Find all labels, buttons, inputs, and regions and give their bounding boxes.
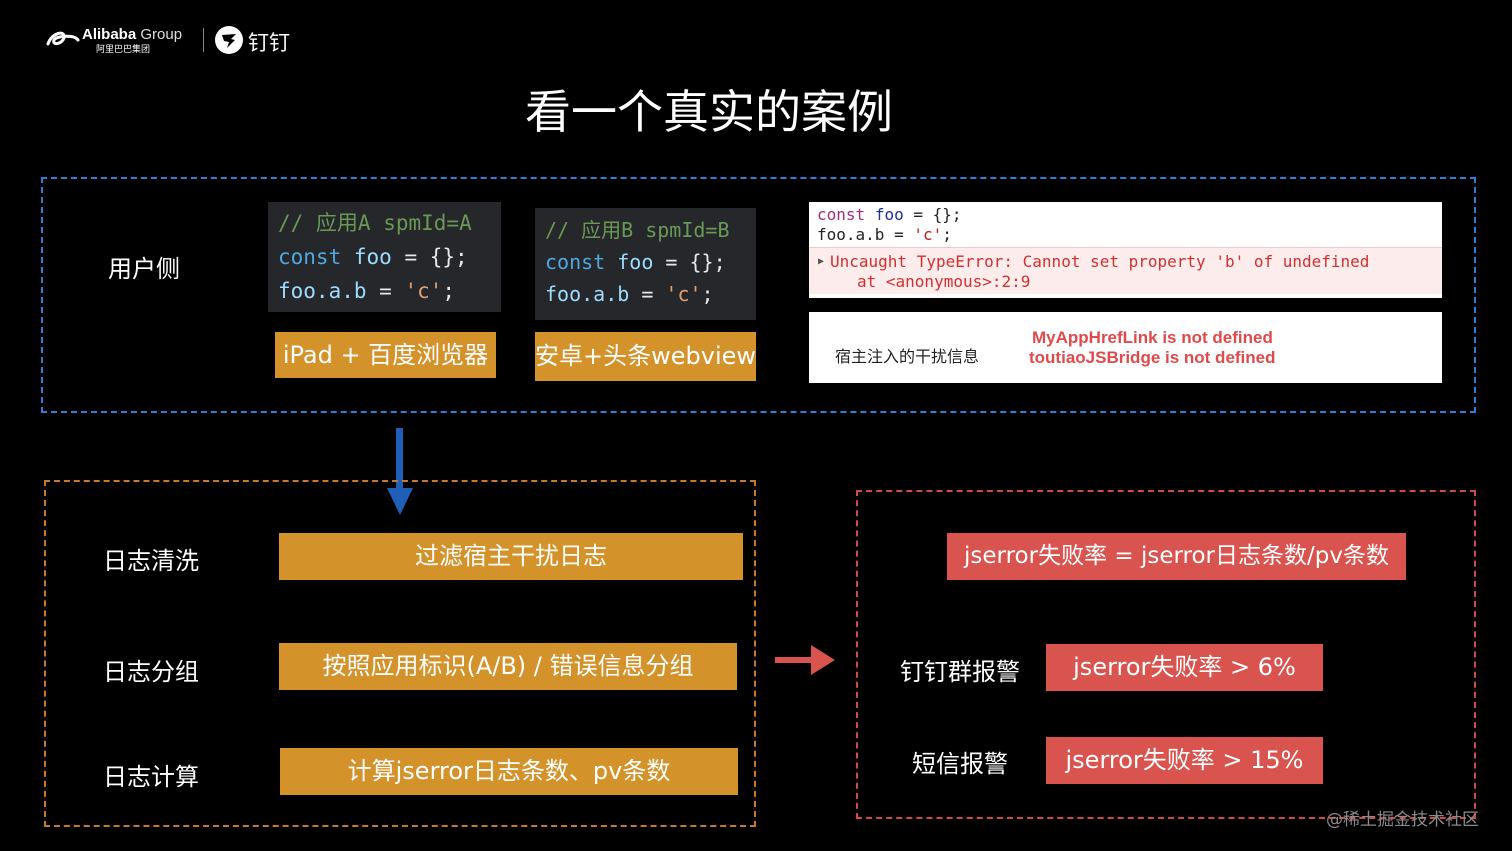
console-line1: const foo = {}; bbox=[817, 205, 962, 224]
alibaba-sub: 阿里巴巴集团 bbox=[96, 45, 151, 55]
console-error-message: Uncaught TypeError: Cannot set property … bbox=[830, 252, 1370, 271]
alert-sms-label: 短信报警 bbox=[912, 750, 1008, 778]
log-step-group-label: 日志分组 bbox=[103, 658, 199, 686]
host-info-label: 宿主注入的干扰信息 bbox=[835, 347, 980, 366]
alert-sms-box: jserror失败率 > 15% bbox=[1046, 737, 1323, 784]
alibaba-brand: Alibaba bbox=[82, 26, 137, 43]
code-block-b: // 应用B spmId=B const foo = {}; foo.a.b =… bbox=[535, 208, 756, 320]
host-info-line2: toutiaoJSBridge is not defined bbox=[1029, 348, 1276, 367]
host-info-panel: 宿主注入的干扰信息 MyAppHrefLink is not defined t… bbox=[809, 312, 1442, 383]
code-b-line2: foo.a.b = 'c'; bbox=[545, 282, 714, 306]
code-a-line2: foo.a.b = 'c'; bbox=[278, 279, 456, 303]
log-processing-box bbox=[44, 480, 756, 827]
log-step-calc-box: 计算jserror日志条数、pv条数 bbox=[280, 748, 738, 795]
dingtalk-text: 钉钉 bbox=[248, 31, 290, 55]
host-info-line1: MyAppHrefLink is not defined bbox=[1032, 328, 1273, 347]
code-b-line1: const foo = {}; bbox=[545, 250, 726, 274]
env-label-a: iPad + 百度浏览器 bbox=[275, 332, 496, 378]
code-block-a: // 应用A spmId=A const foo = {}; foo.a.b =… bbox=[268, 202, 501, 312]
dingtalk-logo: 钉钉 bbox=[214, 25, 294, 55]
log-step-clean-label: 日志清洗 bbox=[103, 547, 199, 575]
metrics-box bbox=[856, 490, 1476, 819]
expand-triangle-icon[interactable]: ▶ bbox=[818, 256, 825, 267]
down-arrow-icon bbox=[387, 428, 413, 515]
env-label-b: 安卓+头条webview bbox=[535, 332, 756, 381]
metrics-formula-box: jserror失败率 = jserror日志条数/pv条数 bbox=[947, 533, 1406, 580]
console-error-location: at <anonymous>:2:9 bbox=[857, 272, 1031, 291]
user-side-box bbox=[41, 177, 1476, 413]
console-panel: const foo = {}; foo.a.b = 'c'; ▶ Uncaugh… bbox=[809, 202, 1442, 298]
user-side-label: 用户侧 bbox=[108, 255, 180, 283]
dingtalk-icon bbox=[215, 26, 243, 54]
page-title: 看一个真实的案例 bbox=[525, 85, 893, 139]
log-step-clean-box: 过滤宿主干扰日志 bbox=[279, 533, 743, 580]
watermark: @稀土掘金技术社区 bbox=[1326, 810, 1479, 830]
alert-dingtalk-box: jserror失败率 > 6% bbox=[1046, 644, 1323, 691]
alibaba-logo: Alibaba Group 阿里巴巴集团 bbox=[44, 26, 199, 56]
code-a-comment: // 应用A spmId=A bbox=[278, 211, 472, 235]
log-step-group-box: 按照应用标识(A/B) / 错误信息分组 bbox=[279, 643, 737, 690]
log-step-calc-label: 日志计算 bbox=[103, 763, 199, 791]
code-b-comment: // 应用B spmId=B bbox=[545, 218, 730, 242]
code-a-line1: const foo = {}; bbox=[278, 245, 468, 269]
right-arrow-icon bbox=[775, 645, 835, 675]
console-error-row: ▶ Uncaught TypeError: Cannot set propert… bbox=[809, 247, 1442, 294]
alibaba-group: Group bbox=[140, 26, 183, 43]
console-line2: foo.a.b = 'c'; bbox=[817, 225, 952, 244]
logo-divider bbox=[203, 28, 204, 52]
alibaba-mark-icon bbox=[46, 31, 80, 46]
alert-dingtalk-label: 钉钉群报警 bbox=[900, 658, 1020, 686]
